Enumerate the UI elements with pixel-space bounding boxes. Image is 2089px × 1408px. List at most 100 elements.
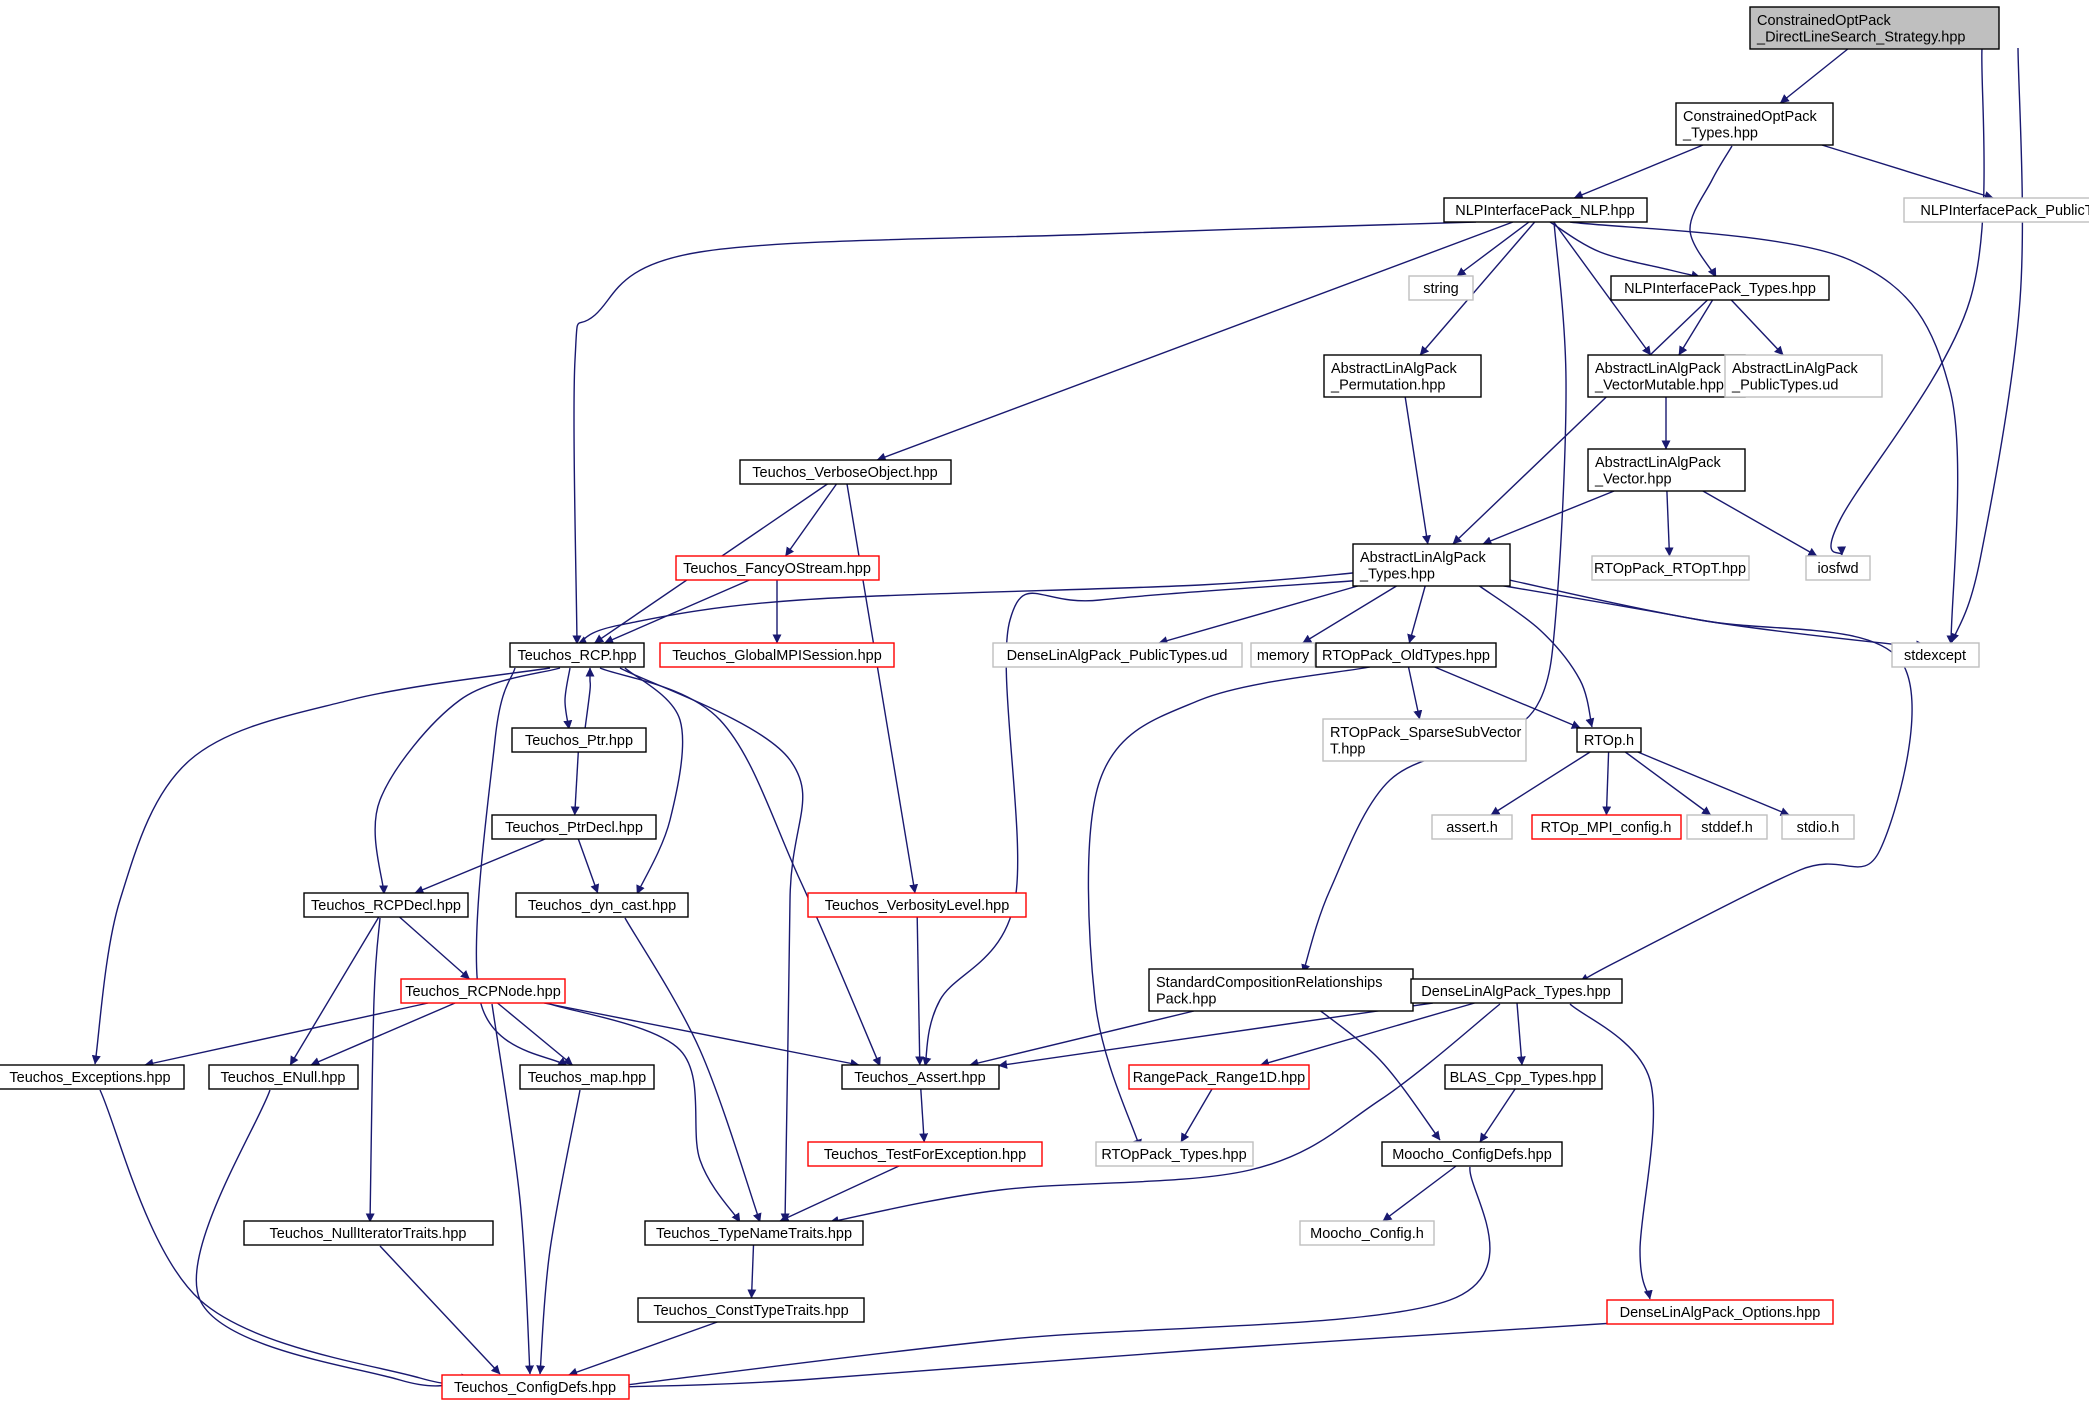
node-label: Teuchos_ENull.hpp	[221, 1070, 346, 1086]
node-teuchos-exceptions-hpp[interactable]: Teuchos_Exceptions.hpp	[0, 1064, 185, 1090]
node-teuchos-dyn-cast-hpp[interactable]: Teuchos_dyn_cast.hpp	[515, 892, 689, 918]
node-constrainedoptpack-directlinesearch-strategy-hpp[interactable]: ConstrainedOptPack_DirectLineSearch_Stra…	[1749, 6, 2000, 50]
node-teuchos-ptrdecl-hpp[interactable]: Teuchos_PtrDecl.hpp	[491, 814, 657, 840]
node-string: string	[1408, 275, 1474, 301]
edge-verbosity-to-tassert	[915, 916, 925, 1066]
node-label: StandardCompositionRelationships	[1156, 975, 1383, 991]
node-label: _Types.hpp	[1359, 566, 1435, 582]
node-teuchos-assert-hpp[interactable]: Teuchos_Assert.hpp	[841, 1064, 1000, 1090]
node-teuchos-consttypetraits-hpp[interactable]: Teuchos_ConstTypeTraits.hpp	[637, 1297, 865, 1323]
node-nlpinterfacepack-nlp-hpp[interactable]: NLPInterfacePack_NLP.hpp	[1443, 197, 1648, 223]
edge-stdcomp-to-moocho_cfg	[1309, 1002, 1441, 1141]
node-label: AbstractLinAlgPack	[1732, 361, 1858, 377]
node-moocho-configdefs-hpp[interactable]: Moocho_ConfigDefs.hpp	[1381, 1141, 1563, 1167]
edge-nlp_nlp-to-verbose_obj	[876, 221, 1514, 462]
node-label: AbstractLinAlgPack	[1360, 550, 1486, 566]
node-rtop-mpi-config-h[interactable]: RTOp_MPI_config.h	[1531, 814, 1682, 840]
edge-nlp_types-to-ala_types	[1452, 299, 1708, 545]
node-teuchos-testforexception-hpp[interactable]: Teuchos_TestForException.hpp	[807, 1141, 1043, 1167]
edge-ala_types-to-dla_types	[1480, 581, 1913, 983]
edge-dla_types-to-dla_options	[1569, 1003, 1655, 1300]
node-label: assert.h	[1446, 820, 1498, 836]
edge-rtop_h-to-assert_h	[1490, 751, 1591, 816]
node-label: Teuchos_ConstTypeTraits.hpp	[653, 1303, 848, 1319]
node-rtop-h[interactable]: RTOp.h	[1576, 727, 1642, 753]
edge-rcp-to-dyncast	[624, 667, 684, 895]
node-abstractlinalgpack-permutation-hpp[interactable]: AbstractLinAlgPack_Permutation.hpp	[1323, 354, 1482, 398]
node-stddef-h: stddef.h	[1686, 814, 1768, 840]
node-denselinalgpack-options-hpp[interactable]: DenseLinAlgPack_Options.hpp	[1606, 1299, 1834, 1325]
node-abstractlinalgpack-types-hpp[interactable]: AbstractLinAlgPack_Types.hpp	[1352, 543, 1511, 587]
node-box	[807, 1141, 1043, 1167]
node-blas-cpp-types-hpp[interactable]: BLAS_Cpp_Types.hpp	[1444, 1064, 1603, 1090]
node-box	[1591, 555, 1750, 581]
node-label: AbstractLinAlgPack	[1595, 455, 1721, 471]
node-box	[1095, 1141, 1254, 1167]
node-label: _Types.hpp	[1682, 125, 1758, 141]
node-rtoppack-oldtypes-hpp[interactable]: RTOpPack_OldTypes.hpp	[1315, 642, 1497, 668]
node-teuchos-typenametraits-hpp[interactable]: Teuchos_TypeNameTraits.hpp	[644, 1220, 864, 1246]
node-moocho-config-h: Moocho_Config.h	[1299, 1220, 1435, 1246]
edge-stdcomp-to-tassert	[969, 1010, 1195, 1068]
node-label: Teuchos_TestForException.hpp	[824, 1147, 1026, 1163]
edge-rcpnode-to-typename	[549, 1003, 741, 1223]
edge-ala_types-to-memory	[1302, 585, 1397, 644]
node-box	[992, 642, 1243, 668]
edge-rcp-to-typename	[619, 667, 804, 1223]
node-rangepack-range1d-hpp[interactable]: RangePack_Range1D.hpp	[1128, 1064, 1310, 1090]
node-box	[491, 814, 657, 840]
node-label: Teuchos_NullIteratorTraits.hpp	[270, 1226, 467, 1242]
node-abstractlinalgpack-vector-hpp[interactable]: AbstractLinAlgPack_Vector.hpp	[1587, 448, 1746, 492]
node-label: _VectorMutable.hpp	[1594, 377, 1724, 393]
node-label: stddef.h	[1701, 820, 1753, 836]
edge-ala_types-to-rtop_h	[1477, 584, 1595, 728]
node-denselinalgpack-types-hpp[interactable]: DenseLinAlgPack_Types.hpp	[1410, 978, 1623, 1004]
node-teuchos-ptr-hpp[interactable]: Teuchos_Ptr.hpp	[511, 727, 647, 753]
node-label: iosfwd	[1817, 561, 1858, 577]
node-teuchos-configdefs-hpp[interactable]: Teuchos_ConfigDefs.hpp	[441, 1374, 630, 1400]
node-teuchos-fancyostream-hpp[interactable]: Teuchos_FancyOStream.hpp	[675, 555, 880, 581]
edge-ala_vector-to-rtop_rtopt	[1664, 490, 1674, 557]
edge-rcpdecl-to-enull	[289, 916, 380, 1066]
node-teuchos-verbositylevel-hpp[interactable]: Teuchos_VerbosityLevel.hpp	[807, 892, 1027, 918]
edge-nlp_nlp-to-nlp_types	[1549, 221, 1701, 280]
edge-consttype-to-configdefs	[568, 1321, 718, 1377]
node-box	[1724, 354, 1883, 398]
edge-nulliter-to-configdefs	[379, 1245, 501, 1375]
node-label: ConstrainedOptPack	[1757, 13, 1892, 29]
edge-root-to-cop_types	[1779, 48, 1849, 104]
node-teuchos-enull-hpp[interactable]: Teuchos_ENull.hpp	[208, 1064, 359, 1090]
edge-ala_types-to-rtop_old	[1407, 585, 1426, 644]
node-label: Moocho_ConfigDefs.hpp	[1392, 1147, 1552, 1163]
node-box	[1781, 814, 1855, 840]
edge-ptrdecl-to-dyncast	[577, 838, 600, 894]
edge-cop_types-to-nlp_types	[1689, 145, 1733, 278]
edge-layer	[91, 47, 2024, 1392]
node-nlpinterfacepack-types-hpp[interactable]: NLPInterfacePack_Types.hpp	[1610, 275, 1830, 301]
node-teuchos-globalmpisession-hpp[interactable]: Teuchos_GlobalMPISession.hpp	[659, 642, 895, 668]
edge-dla_types-to-tassert	[998, 1002, 1433, 1069]
edge-rcp-to-map	[475, 667, 568, 1067]
node-box	[1323, 354, 1482, 398]
edge-verbose_obj-to-fancy	[784, 483, 838, 557]
node-box	[441, 1374, 630, 1400]
node-teuchos-rcp-hpp[interactable]: Teuchos_RCP.hpp	[509, 642, 645, 668]
node-teuchos-map-hpp[interactable]: Teuchos_map.hpp	[519, 1064, 655, 1090]
node-box	[1299, 1220, 1435, 1246]
node-abstractlinalgpack-publictypes-ud: AbstractLinAlgPack_PublicTypes.ud	[1724, 354, 1883, 398]
node-constrainedoptpack-types-hpp[interactable]: ConstrainedOptPack_Types.hpp	[1675, 102, 1834, 146]
node-iosfwd: iosfwd	[1805, 555, 1871, 581]
node-teuchos-rcpnode-hpp[interactable]: Teuchos_RCPNode.hpp	[400, 978, 566, 1004]
node-teuchos-nulliteratortraits-hpp[interactable]: Teuchos_NullIteratorTraits.hpp	[243, 1220, 494, 1246]
edge-rcpnode-to-configdefs	[491, 1003, 534, 1375]
node-label: AbstractLinAlgPack	[1331, 361, 1457, 377]
node-teuchos-rcpdecl-hpp[interactable]: Teuchos_RCPDecl.hpp	[303, 892, 469, 918]
node-abstractlinalgpack-vectormutable-hpp[interactable]: AbstractLinAlgPack_VectorMutable.hpp	[1587, 354, 1746, 398]
edge-fancy-to-rcp	[604, 579, 750, 644]
node-label: RangePack_Range1D.hpp	[1133, 1070, 1306, 1086]
node-nlpinterfacepack-publictypes-ud: NLPInterfacePack_PublicTypes.ud	[1903, 197, 2089, 223]
node-teuchos-verboseobject-hpp[interactable]: Teuchos_VerboseObject.hpp	[739, 459, 952, 485]
edge-nlp_nlp-to-ala_perm	[1419, 221, 1536, 356]
